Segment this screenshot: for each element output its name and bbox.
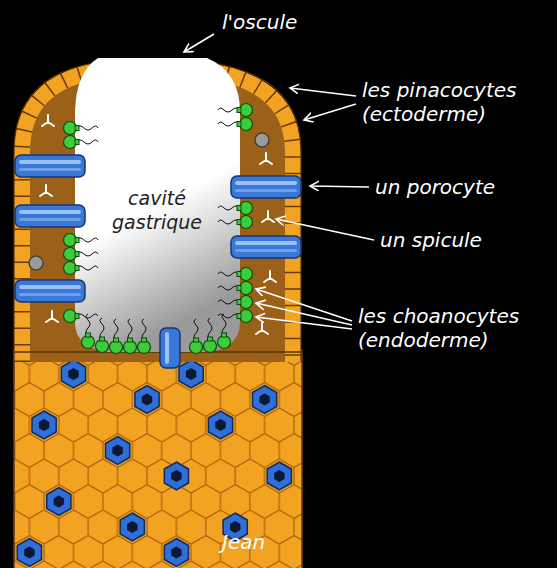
choanocyte — [124, 319, 137, 354]
base-cells — [14, 350, 302, 568]
choanocyte — [64, 310, 99, 323]
base-nucleus — [120, 513, 144, 541]
porocyte — [15, 280, 85, 302]
osculum-label: l'oscule — [222, 10, 297, 34]
choanocyte — [64, 136, 99, 149]
choanocyte — [64, 262, 99, 275]
spicule — [260, 153, 272, 164]
gastric-cavity — [75, 58, 240, 352]
choanocyte — [218, 282, 253, 295]
sponge-base — [14, 350, 302, 568]
spicule — [264, 271, 276, 282]
spicule — [40, 185, 52, 196]
choanocyte — [82, 314, 95, 349]
spicule — [42, 115, 54, 126]
base-nucleus — [253, 386, 277, 414]
base-nucleus — [47, 488, 71, 516]
base-nucleus — [135, 386, 159, 414]
base-nucleus — [179, 360, 203, 388]
leader-arrow — [256, 303, 352, 325]
base-nucleus — [17, 539, 41, 567]
leader-arrow — [256, 317, 352, 329]
leader-arrow — [256, 289, 352, 321]
porocyte — [160, 328, 180, 368]
choanocyte — [204, 318, 217, 353]
porocyte — [15, 205, 85, 227]
signature: Jean — [222, 530, 265, 554]
base-nucleus — [267, 462, 291, 490]
base-nucleus — [61, 360, 85, 388]
base-nucleus — [32, 411, 56, 439]
leader-arrow — [276, 219, 374, 240]
choanocyte — [218, 118, 253, 131]
spicule — [256, 323, 268, 334]
choanocyte — [96, 318, 109, 353]
porocyte — [231, 236, 301, 258]
porocyte — [15, 155, 85, 177]
amoebocyte — [29, 256, 43, 270]
base-nucleus — [106, 437, 130, 465]
cavity-label-box: cavité gastrique — [96, 184, 218, 236]
porocyte — [231, 176, 301, 198]
amoebocyte — [255, 133, 269, 147]
porocyte-label: un porocyte — [375, 175, 495, 199]
base-nucleus — [208, 411, 232, 439]
leader-lines — [184, 34, 374, 329]
choanocyte — [218, 296, 253, 309]
choanocyte — [64, 234, 99, 247]
choanocyte — [218, 216, 253, 229]
leader-arrow — [290, 88, 356, 96]
choanocyte — [64, 248, 99, 261]
pinacocyte-label: les pinacocytes (ectoderme) — [362, 78, 547, 126]
choanocyte — [64, 122, 99, 135]
spicule — [46, 311, 58, 322]
choanocyte — [110, 319, 123, 354]
spicule-label: un spicule — [380, 228, 482, 252]
choanocyte — [218, 310, 253, 323]
base-nucleus — [164, 539, 188, 567]
choanocyte — [218, 268, 253, 281]
choanocyte-label: les choanocytes (endoderme) — [358, 304, 550, 352]
choanocyte — [218, 202, 253, 215]
choanocyte — [190, 319, 203, 354]
spicule — [262, 211, 274, 222]
base-nucleus — [164, 462, 188, 490]
region-label: cavité gastrique — [98, 186, 216, 234]
choanocyte — [138, 319, 151, 354]
choanocyte — [218, 104, 253, 117]
leader-arrow — [310, 186, 369, 187]
leader-arrow — [304, 104, 356, 120]
choanocyte — [218, 314, 231, 349]
leader-arrow — [184, 34, 214, 52]
